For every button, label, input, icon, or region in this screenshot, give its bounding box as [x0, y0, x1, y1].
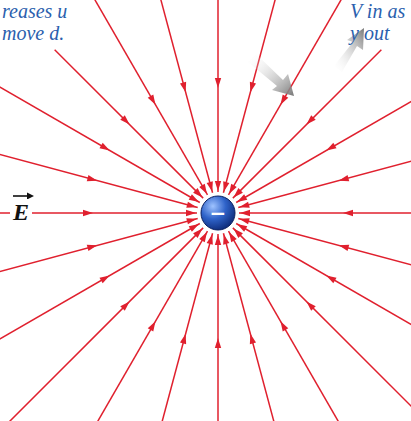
cropped-note: reases u move d. — [2, 0, 72, 44]
arrowhead — [343, 210, 353, 216]
charge-sign: − — [200, 195, 236, 231]
field-line — [130, 233, 212, 421]
arrowhead — [326, 143, 336, 151]
arrowhead — [215, 338, 221, 348]
arrowhead — [186, 218, 196, 224]
arrowhead — [148, 321, 156, 331]
arrowhead — [207, 181, 213, 191]
arrowhead — [193, 188, 202, 197]
arrowhead — [339, 245, 349, 251]
arrowhead — [83, 210, 93, 216]
gradient-arrow — [248, 54, 294, 96]
arrowhead — [237, 194, 247, 202]
arrowhead — [281, 94, 289, 104]
arrowhead — [120, 115, 129, 124]
field-line — [0, 44, 200, 203]
arrowhead — [186, 202, 196, 208]
arrowhead — [215, 181, 221, 191]
field-line — [239, 212, 411, 214]
arrowhead — [306, 301, 315, 310]
field-line — [238, 125, 411, 207]
cropped-note: V in as y out — [350, 0, 406, 44]
arrowhead — [234, 188, 243, 197]
field-line — [0, 224, 200, 383]
arrowhead — [87, 175, 97, 181]
arrowhead — [199, 184, 207, 194]
field-line — [0, 125, 198, 207]
arrowhead — [250, 82, 256, 92]
arrowhead — [189, 224, 199, 232]
field-line — [236, 224, 411, 383]
arrowhead — [229, 184, 237, 194]
arrowhead — [148, 94, 156, 104]
field-line — [236, 44, 411, 203]
arrowhead — [234, 229, 243, 238]
arrowhead — [99, 143, 109, 151]
arrowhead — [223, 234, 229, 244]
arrowhead — [239, 218, 249, 224]
arrowhead — [199, 232, 207, 242]
field-line — [49, 231, 208, 421]
field-line — [49, 0, 208, 195]
arrowhead — [339, 175, 349, 181]
arrowhead — [180, 82, 186, 92]
field-line — [229, 231, 388, 421]
field-line — [223, 233, 305, 421]
arrowhead — [215, 78, 221, 88]
arrowhead — [120, 301, 129, 310]
field-line — [0, 218, 198, 300]
arrowhead — [99, 276, 109, 284]
field-line — [217, 234, 219, 421]
arrowhead — [180, 334, 186, 344]
field-line — [223, 0, 305, 193]
charge-circle: − — [200, 195, 236, 231]
arrowhead — [87, 245, 97, 251]
arrowhead — [207, 234, 213, 244]
arrowhead — [250, 334, 256, 344]
arrowhead — [239, 202, 249, 208]
arrowhead — [326, 276, 336, 284]
arrowhead — [189, 194, 199, 202]
arrowhead — [215, 235, 221, 245]
arrowhead — [223, 181, 229, 191]
arrowhead — [240, 210, 250, 216]
arrowhead — [306, 115, 315, 124]
arrowhead — [237, 224, 247, 232]
arrowhead — [229, 232, 237, 242]
field-line — [130, 0, 212, 193]
arrowhead — [186, 210, 196, 216]
field-line — [0, 228, 203, 421]
arrowhead — [281, 321, 289, 331]
arrowhead — [193, 229, 202, 238]
field-symbol: E — [10, 199, 32, 225]
field-line — [217, 0, 219, 192]
